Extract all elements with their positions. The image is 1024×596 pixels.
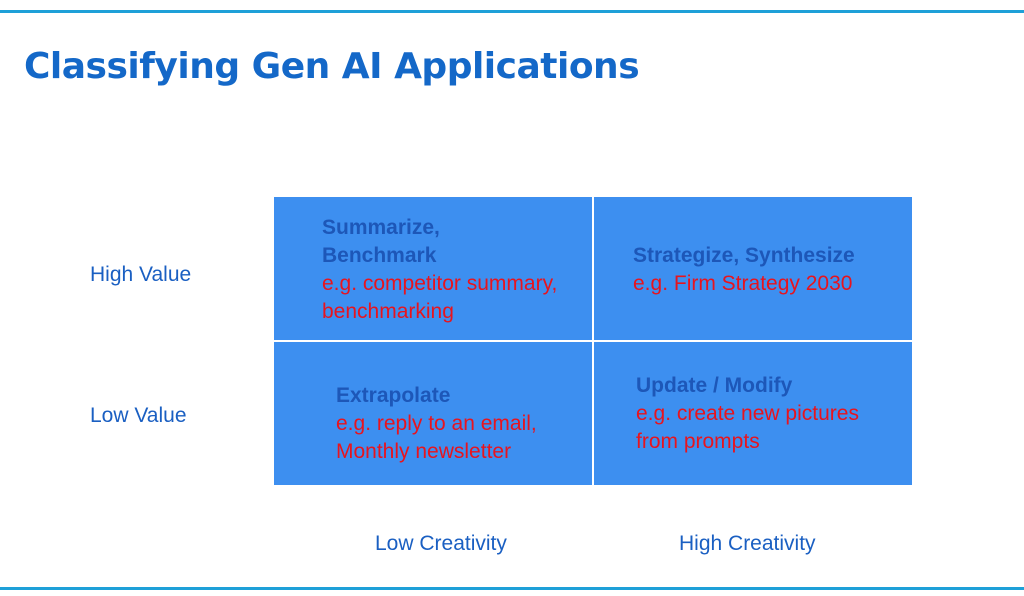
quadrant-heading: Update / Modify: [636, 374, 793, 397]
quadrant-heading: Benchmark: [322, 244, 437, 267]
quadrant-example: e.g. reply to an email,: [336, 412, 537, 435]
quadrant-bottom-left: Extrapolate e.g. reply to an email, Mont…: [274, 342, 592, 485]
quadrant-example: e.g. competitor summary,: [322, 272, 558, 295]
quadrant-heading: Strategize, Synthesize: [633, 244, 855, 267]
quadrant-example: from prompts: [636, 430, 760, 453]
quadrant-example: Monthly newsletter: [336, 440, 512, 463]
quadrant-heading: Extrapolate: [336, 384, 451, 407]
row-label-high-value: High Value: [90, 263, 192, 286]
row-label-low-value: Low Value: [90, 404, 187, 427]
column-label-low-creativity: Low Creativity: [375, 532, 507, 555]
quadrant-example: e.g. Firm Strategy 2030: [633, 272, 853, 295]
quadrant-heading: Summarize,: [322, 216, 440, 239]
quadrant-example: e.g. create new pictures: [636, 402, 859, 425]
bottom-divider-line: [0, 587, 1024, 590]
slide-title: Classifying Gen AI Applications: [24, 46, 640, 87]
quadrant-top-right: Strategize, Synthesize e.g. Firm Strateg…: [594, 197, 912, 340]
column-label-high-creativity: High Creativity: [679, 532, 816, 555]
quadrant-bottom-right: Update / Modify e.g. create new pictures…: [594, 342, 912, 485]
quadrant-example: benchmarking: [322, 300, 454, 323]
top-divider-line: [0, 10, 1024, 13]
quadrant-top-left: Summarize, Benchmark e.g. competitor sum…: [274, 197, 592, 340]
